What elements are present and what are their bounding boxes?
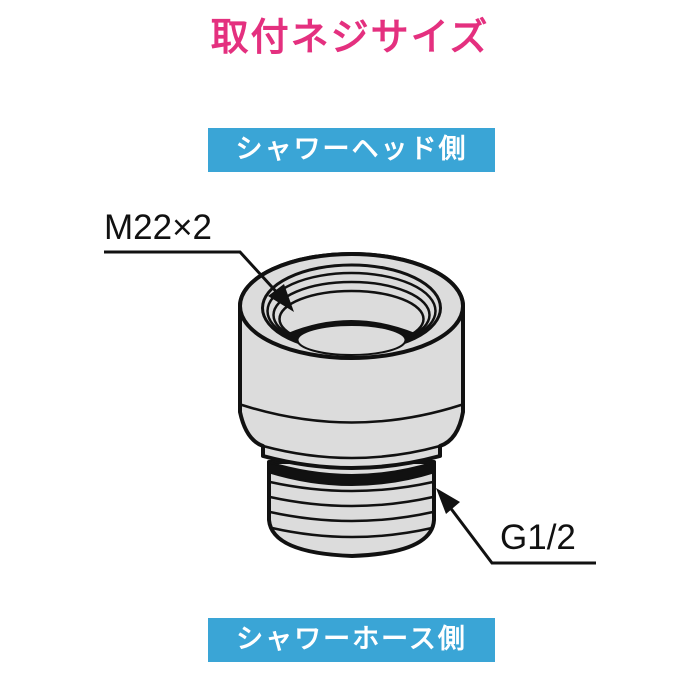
head-thread-size-label: M22×2	[104, 208, 212, 247]
hose-thread-body	[267, 460, 436, 558]
head-body-band	[240, 403, 463, 424]
head-thread-leader	[104, 250, 294, 312]
shower-head-side-label: シャワーヘッド側	[208, 128, 495, 172]
hose-thread-line-3	[268, 510, 435, 523]
thread-adapter-icon	[238, 252, 465, 558]
o-ring	[267, 461, 436, 486]
hose-thread-line-2	[268, 495, 435, 508]
hose-thread-line-1	[268, 480, 435, 493]
inner-bore	[296, 324, 407, 356]
head-body-step	[261, 444, 442, 460]
page-title: 取付ネジサイズ	[210, 15, 490, 59]
hose-thread-leader	[436, 488, 596, 565]
hose-thread-size-label: G1/2	[500, 518, 576, 557]
hose-thread-line-4	[270, 526, 434, 539]
shower-hose-side-label: シャワーホース側	[208, 618, 495, 662]
